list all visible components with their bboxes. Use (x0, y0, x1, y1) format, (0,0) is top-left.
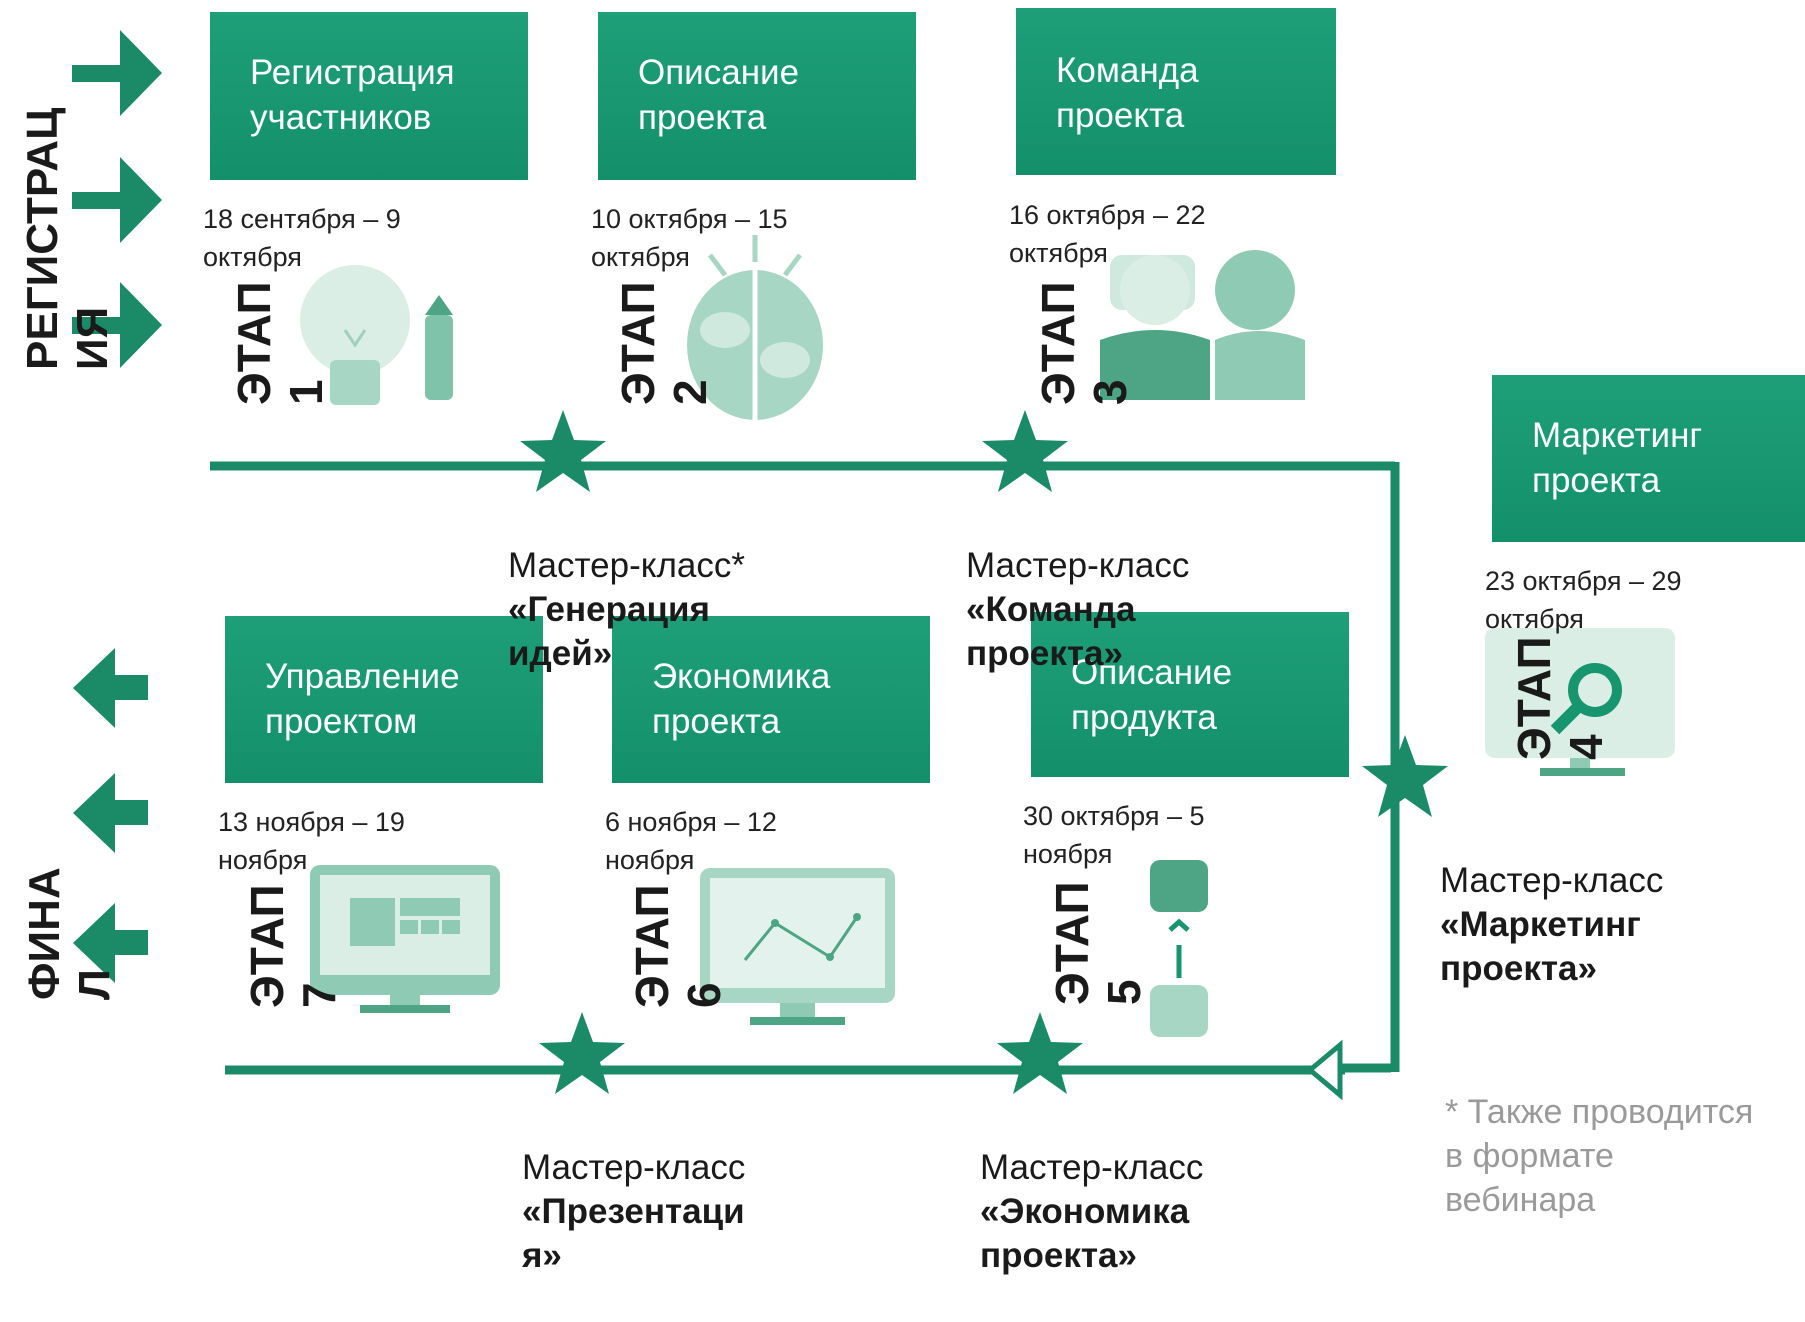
process-diagram (72, 30, 1675, 1101)
star-icon (997, 1012, 1083, 1094)
monitor-dashboard-icon (310, 865, 500, 1013)
stage-box-1: Регистрация участников (210, 12, 528, 180)
stage-7-dates: 13 ноября – 19 ноября (218, 807, 405, 875)
stage-3-dates: 16 октября – 22 октября (1009, 200, 1206, 268)
masterclass-economics: Мастер-класс«Экономика проекта» (980, 1148, 1204, 1275)
side-label-registration: РЕГИСТРАЦ ИЯ (18, 107, 117, 370)
stage-6-dates: 6 ноября – 12 ноября (605, 807, 777, 875)
arrow-right-icon (72, 30, 162, 116)
arrow-left-icon (73, 773, 148, 853)
footnote-webinar: * Также проводится в формате вебинара (1445, 1093, 1754, 1219)
masterclass-ideas: Мастер-класс*«Генерация идей» (508, 546, 745, 673)
stage-4-dates: 23 октября – 29 октября (1485, 566, 1682, 634)
stage-box-2: Описание проекта (598, 12, 916, 180)
stage-box-4: Маркетинг проекта (1492, 375, 1805, 542)
stage-5-label: ЭТАП 5 (1046, 881, 1150, 1005)
stage-1-label: ЭТАП 1 (228, 281, 332, 405)
stage-1-dates: 18 сентября – 9 октября (203, 204, 401, 272)
team-people-icon (1100, 250, 1305, 400)
arrow-left-icon (1306, 1039, 1343, 1101)
stage-box-3: Команда проекта (1016, 8, 1336, 175)
stage-7-label: ЭТАП 7 (241, 884, 345, 1008)
star-icon (520, 410, 606, 492)
star-icon (539, 1012, 625, 1094)
stage-box-6: Экономика проекта (612, 616, 930, 783)
stage-2-dates: 10 октября – 15 октября (591, 204, 788, 272)
arrow-left-icons (73, 648, 148, 983)
arrow-right-icon (72, 282, 162, 368)
stage-6-label: ЭТАП 6 (626, 884, 730, 1008)
monitor-search-icon (1485, 628, 1675, 776)
arrow-left-icon (73, 648, 148, 728)
stage-3-label: ЭТАП 3 (1032, 281, 1136, 405)
monitor-chart-icon (700, 868, 895, 1025)
arrow-right-icons (72, 30, 162, 368)
masterclass-presentation: Мастер-класс«Презентаци я» (522, 1148, 746, 1275)
star-icons (520, 410, 1448, 1094)
flow-blocks-icon (1150, 860, 1208, 1037)
lightbulb-pencil-icon (300, 265, 453, 405)
stage-box-7: Управление проектом (225, 616, 543, 783)
star-icon (1362, 735, 1448, 817)
stage-box-5: Описание продукта (1031, 612, 1349, 777)
brain-icon (687, 235, 823, 420)
stage-2-label: ЭТАП 2 (612, 281, 716, 405)
arrow-right-icon (72, 157, 162, 243)
star-icon (982, 410, 1068, 492)
arrow-left-icon (73, 903, 148, 983)
side-label-final: ФИНА Л (20, 867, 119, 1000)
masterclass-team: Мастер-класс«Команда проекта» (966, 546, 1190, 673)
stage-5-dates: 30 октября – 5 ноября (1023, 801, 1205, 869)
masterclass-marketing: Мастер-класс«Маркетинг проекта» (1440, 861, 1664, 988)
stage-4-label: ЭТАП 4 (1508, 636, 1612, 760)
